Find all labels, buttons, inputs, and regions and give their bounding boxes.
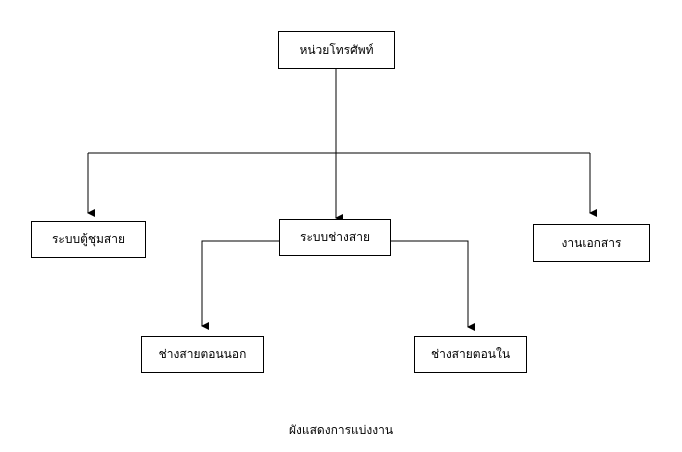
node-document-work: งานเอกสาร xyxy=(533,224,650,262)
node-label: ระบบตู้ชุมสาย xyxy=(51,232,126,246)
node-telephone-unit: หน่วยโทรศัพท์ xyxy=(278,31,395,69)
node-outside-technician: ช่างสายตอนนอก xyxy=(141,336,264,373)
connector-to-inside xyxy=(391,240,475,331)
node-inside-technician: ช่างสายตอนใน xyxy=(414,336,527,373)
node-cabinet-system: ระบบตู้ชุมสาย xyxy=(31,221,146,258)
node-label: ช่างสายตอนนอก xyxy=(158,347,247,361)
node-label: งานเอกสาร xyxy=(561,235,622,250)
node-label: ระบบช่างสาย xyxy=(300,230,370,244)
connector-to-outside xyxy=(201,240,279,330)
diagram-caption: ผังแสดงการแบ่งงาน xyxy=(288,423,394,437)
node-line-system: ระบบช่างสาย xyxy=(279,219,391,256)
node-label: ช่างสายตอนใน xyxy=(430,347,511,361)
node-label: หน่วยโทรศัพท์ xyxy=(299,42,374,57)
